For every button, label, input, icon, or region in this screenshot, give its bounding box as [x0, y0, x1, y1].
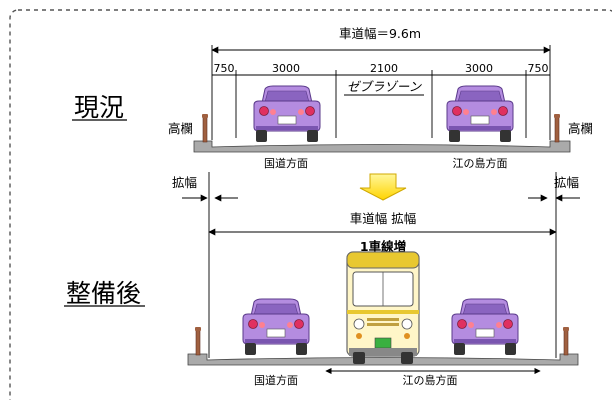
bus-bottom-center: [346, 251, 420, 365]
railing-top-left: [201, 113, 209, 143]
total-width-label: 車道幅＝9.6m: [339, 26, 421, 41]
car-bottom-right: [450, 298, 520, 357]
segment-label-3: 2100: [370, 62, 398, 75]
segment-label-4: 3000: [465, 62, 493, 75]
section-label-after: 整備後: [66, 279, 141, 308]
road-width-widen-label: 車道幅 拡幅: [350, 211, 416, 226]
road-surface-top: [193, 140, 571, 153]
widen-label-left: 拡幅: [172, 175, 197, 190]
car-top-left: [252, 85, 322, 144]
section-label-before: 現況: [74, 93, 124, 122]
direction-label-top-right: 江の島方面: [453, 156, 508, 170]
lane-add-label: 1車線増: [360, 239, 406, 254]
railing-bottom-right: [562, 326, 570, 356]
railing-label-right: 高欄: [568, 121, 593, 136]
segment-label-5: 750: [528, 62, 549, 75]
segment-label-1: 750: [214, 62, 235, 75]
railing-bottom-left: [194, 326, 202, 356]
dashed-frame: [9, 9, 612, 400]
transition-arrow-icon: [359, 173, 407, 201]
railing-top-right: [553, 113, 561, 143]
direction-label-bottom-left: 国道方面: [254, 373, 298, 387]
segment-label-2: 3000: [272, 62, 300, 75]
segment-ticks: [235, 70, 527, 138]
zebra-zone-label: ゼブラゾーン: [347, 79, 423, 94]
car-bottom-left: [241, 298, 311, 357]
widen-label-right: 拡幅: [554, 175, 579, 190]
direction-label-top-left: 国道方面: [264, 156, 308, 170]
direction-label-bottom-right: 江の島方面: [403, 373, 458, 387]
railing-label-left: 高欄: [168, 121, 193, 136]
car-top-right: [445, 85, 515, 144]
